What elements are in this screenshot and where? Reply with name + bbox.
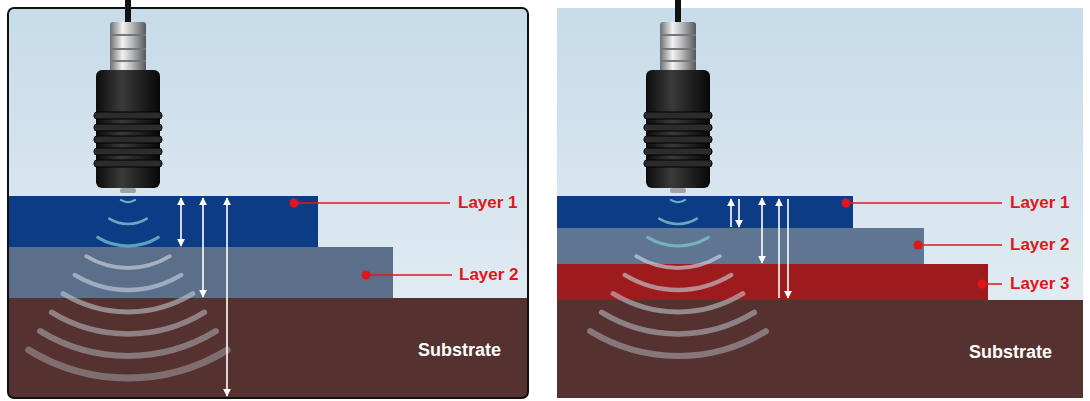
ultrasound-wave <box>613 294 743 312</box>
ultrasound-wave <box>86 256 170 268</box>
layer-label: Layer 2 <box>459 265 519 285</box>
ultrasound-wave <box>29 350 228 378</box>
ultrasound-wave <box>659 219 697 224</box>
ultrasound-wave <box>625 275 732 290</box>
ultrasound-wave <box>602 312 755 334</box>
ultrasound-wave <box>671 200 686 202</box>
substrate-label: Substrate <box>969 342 1052 363</box>
layer-label: Layer 1 <box>458 193 518 213</box>
substrate-band: Substrate <box>8 298 528 398</box>
substrate-label: Substrate <box>418 340 501 361</box>
ultrasound-wave <box>109 219 147 224</box>
ultrasound-wave <box>590 331 766 356</box>
ultrasound-wave <box>63 294 193 312</box>
ultrasound-wave <box>648 237 709 246</box>
ultrasound-wave <box>75 275 182 290</box>
ultrasound-wave <box>98 237 159 246</box>
layer-label: Layer 2 <box>1010 235 1070 255</box>
ultrasound-wave <box>40 331 216 356</box>
layer-label: Layer 3 <box>1010 274 1070 294</box>
ultrasound-wave <box>121 200 136 202</box>
ultrasound-wave <box>52 312 205 334</box>
layer-label: Layer 1 <box>1010 193 1070 213</box>
ultrasound-wave <box>636 256 720 268</box>
substrate-band: Substrate <box>557 300 1083 398</box>
